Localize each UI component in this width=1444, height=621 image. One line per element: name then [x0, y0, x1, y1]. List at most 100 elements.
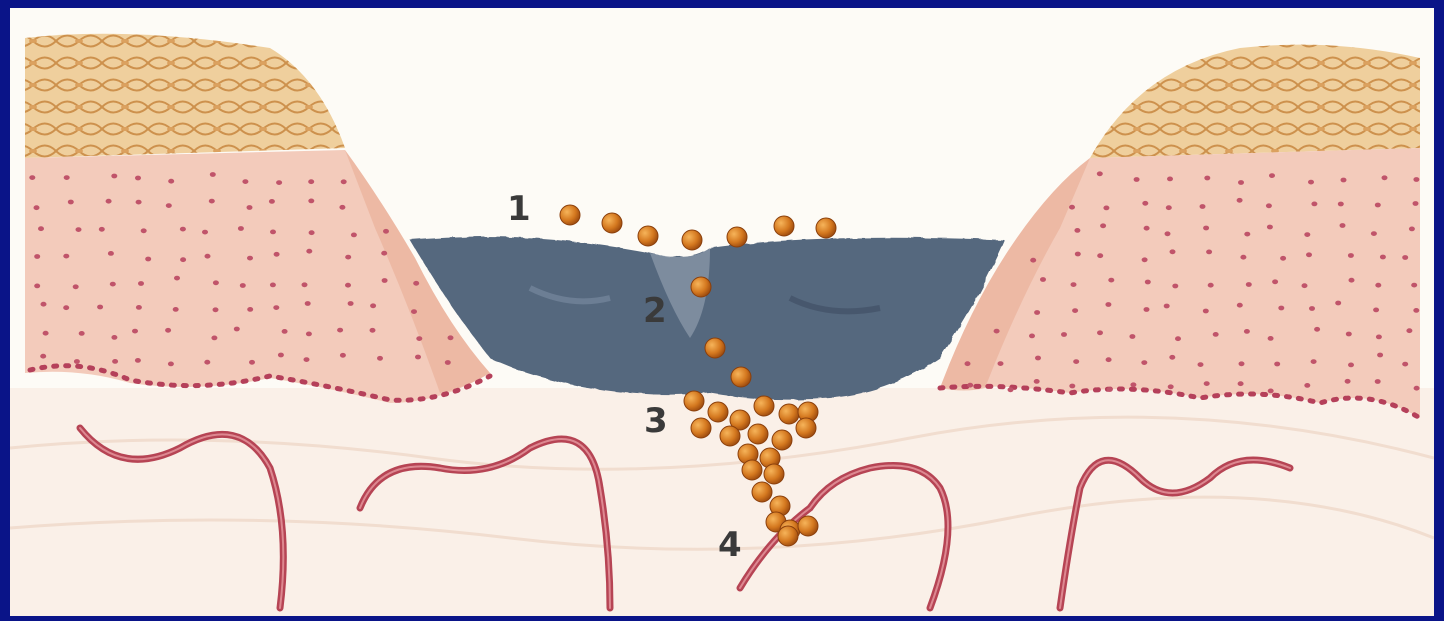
cell-nucleus: [1204, 176, 1210, 181]
cell-nucleus: [1108, 278, 1114, 283]
cell-nucleus: [337, 328, 343, 333]
stratum-corneum-right: [1090, 45, 1420, 158]
migrating-cell: [727, 227, 747, 247]
migrating-cell: [774, 216, 794, 236]
migrating-cell: [748, 424, 768, 444]
cell-nucleus: [345, 283, 351, 288]
cell-nucleus: [1175, 336, 1181, 341]
cell-nucleus: [145, 257, 151, 262]
cell-nucleus: [111, 174, 117, 179]
migrating-cell: [684, 391, 704, 411]
cell-nucleus: [1304, 232, 1310, 237]
cell-nucleus: [967, 383, 973, 388]
migrating-cell: [691, 277, 711, 297]
cell-nucleus: [1097, 330, 1103, 335]
cell-nucleus: [180, 257, 186, 262]
cell-nucleus: [411, 309, 417, 314]
cell-nucleus: [247, 256, 253, 261]
cell-nucleus: [249, 360, 255, 365]
cell-nucleus: [1380, 255, 1386, 260]
cell-nucleus: [1268, 389, 1274, 394]
cell-nucleus: [43, 331, 49, 336]
cell-nucleus: [74, 359, 80, 364]
cell-nucleus: [1141, 360, 1147, 365]
label-3: 3: [644, 401, 668, 441]
cell-nucleus: [1144, 226, 1150, 231]
cell-nucleus: [108, 251, 114, 256]
cell-nucleus: [209, 199, 215, 204]
cell-nucleus: [132, 329, 138, 334]
label-4: 4: [718, 525, 742, 565]
cell-nucleus: [40, 354, 46, 359]
cell-nucleus: [174, 276, 180, 281]
cell-nucleus: [106, 199, 112, 204]
cell-nucleus: [34, 284, 40, 289]
cell-nucleus: [99, 227, 105, 232]
cell-nucleus: [445, 360, 451, 365]
cell-nucleus: [1413, 308, 1419, 313]
migrating-cell: [752, 482, 772, 502]
migrating-cell: [742, 460, 762, 480]
cell-nucleus: [270, 283, 276, 288]
cell-nucleus: [166, 203, 172, 208]
cell-nucleus: [1345, 379, 1351, 384]
cell-nucleus: [998, 361, 1004, 366]
cell-nucleus: [341, 179, 347, 184]
cell-nucleus: [1040, 277, 1046, 282]
cell-nucleus: [1302, 283, 1308, 288]
cell-nucleus: [1073, 359, 1079, 364]
cell-nucleus: [1061, 332, 1067, 337]
cell-nucleus: [1267, 225, 1273, 230]
cell-nucleus: [34, 254, 40, 259]
cell-nucleus: [63, 254, 69, 259]
cell-nucleus: [269, 199, 275, 204]
cell-nucleus: [370, 303, 376, 308]
cell-nucleus: [348, 301, 354, 306]
cell-nucleus: [234, 327, 240, 332]
cell-nucleus: [351, 233, 357, 238]
cell-nucleus: [304, 357, 310, 362]
cell-nucleus: [210, 172, 216, 177]
cell-nucleus: [110, 282, 116, 287]
stratum-corneum-left: [25, 34, 345, 158]
cell-nucleus: [273, 305, 279, 310]
cell-nucleus: [1144, 307, 1150, 312]
cell-nucleus: [173, 307, 179, 312]
cell-nucleus: [1030, 258, 1036, 263]
cell-nucleus: [1237, 198, 1243, 203]
cell-nucleus: [1034, 379, 1040, 384]
cell-nucleus: [138, 281, 144, 286]
cell-nucleus: [1134, 177, 1140, 182]
cell-nucleus: [41, 302, 47, 307]
cell-nucleus: [1072, 308, 1078, 313]
migrating-cell: [764, 464, 784, 484]
cell-nucleus: [1266, 203, 1272, 208]
cell-nucleus: [305, 301, 311, 306]
cell-nucleus: [68, 200, 74, 205]
cell-nucleus: [306, 332, 312, 337]
cell-nucleus: [1246, 282, 1252, 287]
cell-nucleus: [1348, 253, 1354, 258]
cell-nucleus: [1238, 180, 1244, 185]
migrating-cell: [816, 218, 836, 238]
cell-nucleus: [278, 353, 284, 358]
cell-nucleus: [168, 179, 174, 184]
cell-nucleus: [1306, 252, 1312, 257]
cell-nucleus: [377, 356, 383, 361]
cell-nucleus: [63, 305, 69, 310]
cell-nucleus: [1167, 177, 1173, 182]
cell-nucleus: [340, 353, 346, 358]
cell-nucleus: [1309, 306, 1315, 311]
cell-nucleus: [1129, 334, 1135, 339]
cell-nucleus: [1103, 206, 1109, 211]
cell-nucleus: [1377, 353, 1383, 358]
cell-nucleus: [381, 251, 387, 256]
epidermis-right: [940, 148, 1420, 418]
cell-nucleus: [1346, 332, 1352, 337]
cell-nucleus: [370, 328, 376, 333]
cell-nucleus: [1371, 231, 1377, 236]
cell-nucleus: [1100, 223, 1106, 228]
cell-nucleus: [1071, 282, 1077, 287]
scab: [410, 237, 1005, 400]
